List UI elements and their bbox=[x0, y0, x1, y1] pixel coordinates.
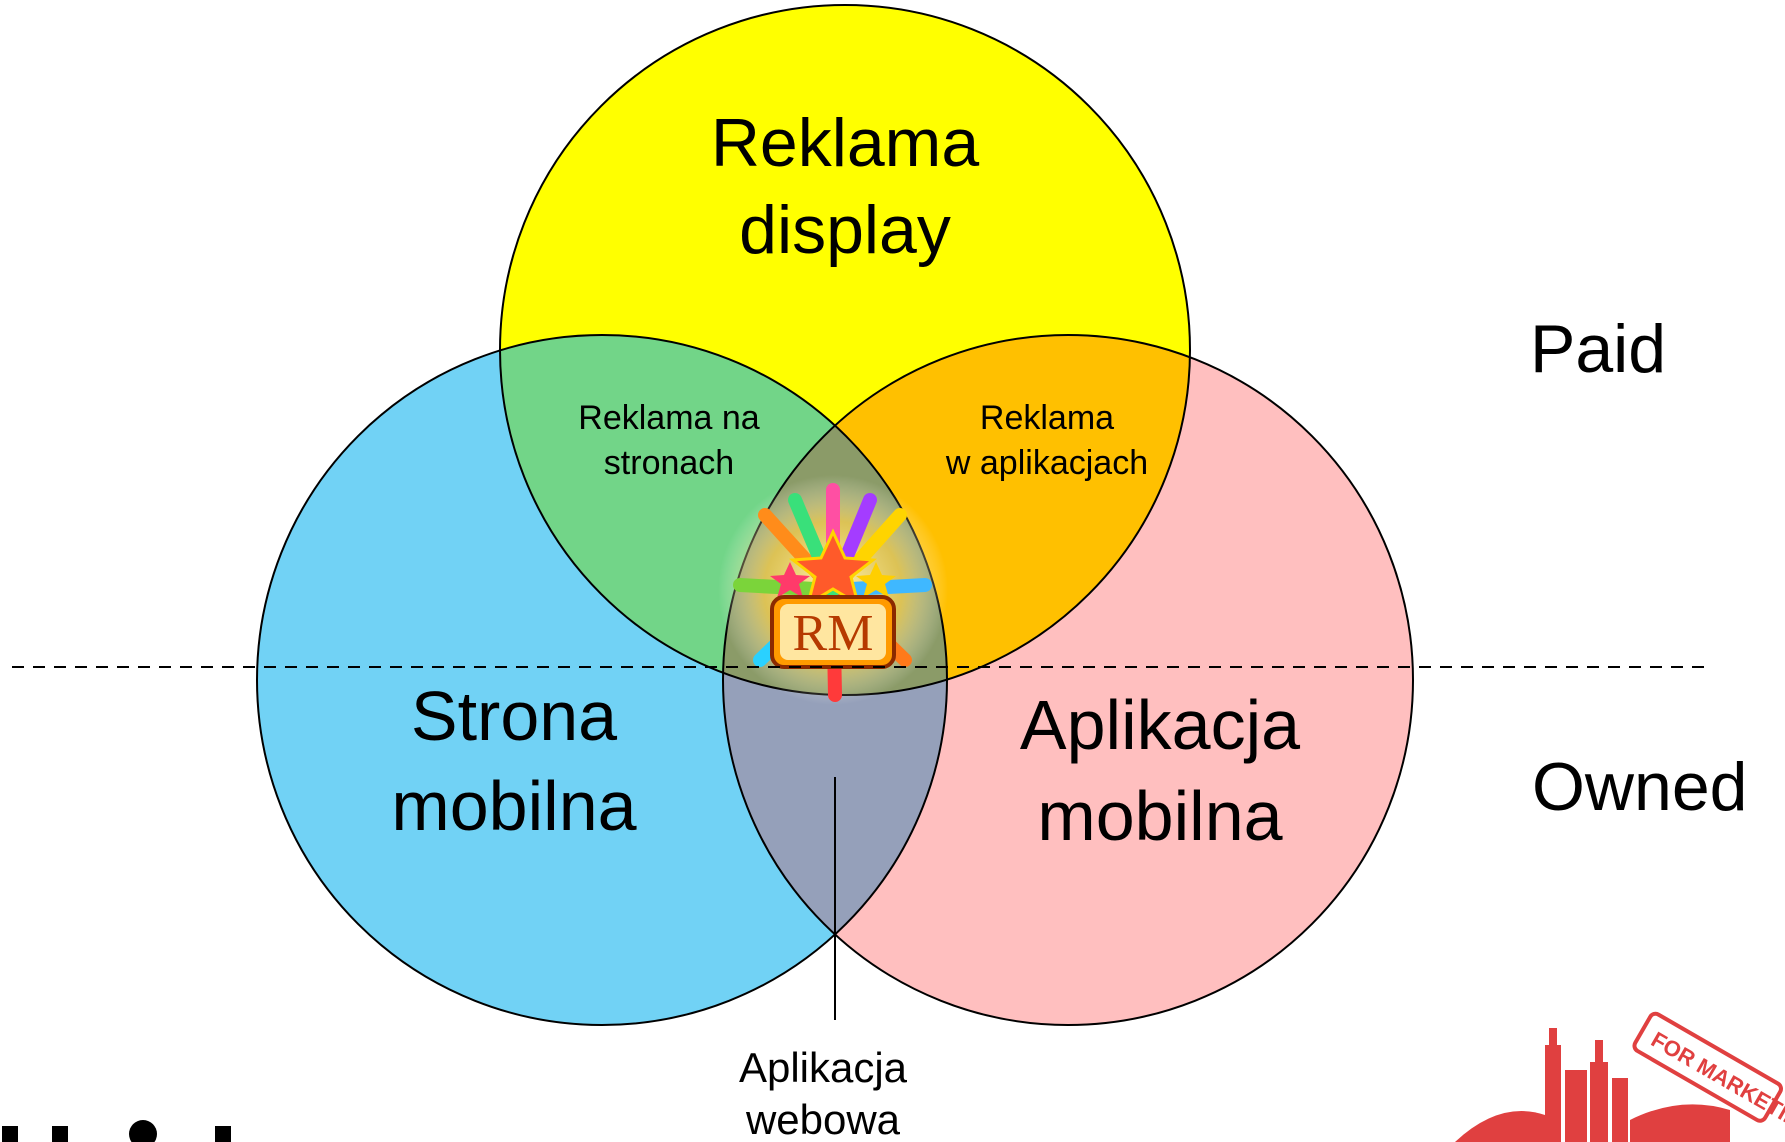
label-aplikacja-mobilna-2: mobilna bbox=[1037, 777, 1282, 855]
for-marketing-logo: FOR MARKETING bbox=[1455, 1011, 1785, 1142]
label-reklama-na-stronach-1: Reklama na bbox=[578, 399, 760, 437]
label-reklama-na-stronach-2: stronach bbox=[604, 444, 734, 482]
label-owned: Owned bbox=[1532, 749, 1747, 825]
label-paid: Paid bbox=[1530, 311, 1666, 387]
label-aplikacja-webowa-2: webowa bbox=[745, 1096, 901, 1142]
label-reklama-w-aplikacjach-1: Reklama bbox=[980, 399, 1114, 437]
label-reklama-display-1: Reklama bbox=[711, 105, 979, 181]
rm-logo-text: RM bbox=[793, 605, 874, 662]
label-reklama-display-2: display bbox=[739, 192, 951, 268]
rm-logo: RM bbox=[718, 475, 948, 705]
outline-left bbox=[256, 334, 948, 1026]
label-aplikacja-webowa-1: Aplikacja bbox=[739, 1044, 908, 1091]
label-aplikacja-mobilna-1: Aplikacja bbox=[1020, 686, 1300, 764]
cropped-text-fragment bbox=[2, 1120, 231, 1142]
outline-right bbox=[722, 334, 1414, 1026]
label-reklama-w-aplikacjach-2: w aplikacjach bbox=[945, 444, 1148, 482]
label-strona-mobilna-1: Strona bbox=[411, 677, 617, 755]
label-strona-mobilna-2: mobilna bbox=[391, 767, 636, 845]
